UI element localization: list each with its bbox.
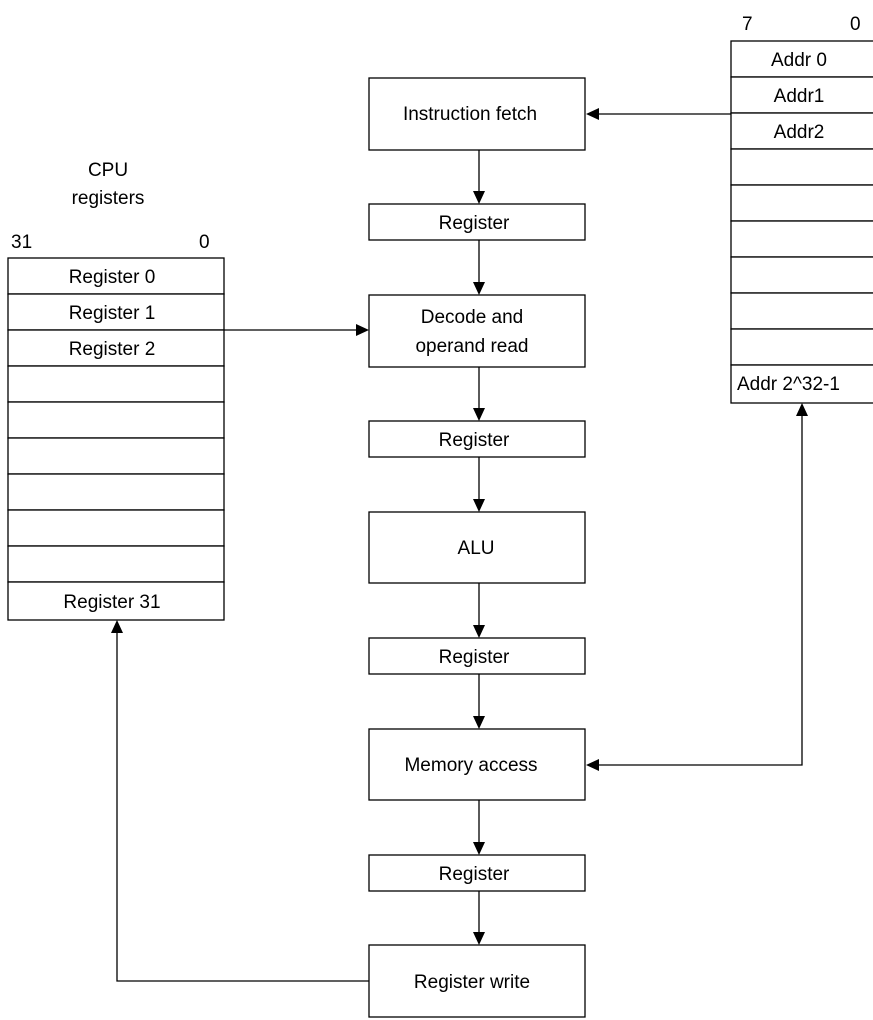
memory-row — [730, 148, 873, 186]
memory-label: Addr 0 — [771, 50, 827, 71]
register-row — [7, 401, 225, 439]
memory-row — [730, 112, 873, 150]
memory-bit-high: 7 — [742, 14, 753, 35]
stage-label: operand read — [415, 336, 528, 357]
stage-label: Register — [439, 647, 510, 668]
alu-box — [368, 511, 586, 584]
memory-row — [730, 76, 873, 114]
stage-label: Register — [439, 213, 510, 234]
pipeline-register-1 — [368, 203, 586, 241]
memory-row — [730, 220, 873, 258]
decode-box — [368, 294, 586, 368]
memory-row — [730, 292, 873, 330]
register-row — [7, 473, 225, 511]
register-row — [7, 509, 225, 547]
cpu-register-file: Register 0 Register 1 Register 2 Registe… — [7, 257, 225, 621]
stage-label: Memory access — [404, 755, 537, 776]
stage-label: Register — [439, 430, 510, 451]
memory-to-fetch-arrow — [586, 108, 731, 120]
instruction-fetch-box — [368, 77, 586, 151]
memory-access-bidirectional-arrow — [586, 403, 808, 771]
memory-bit-low: 0 — [850, 14, 861, 35]
memory-row — [730, 184, 873, 222]
register-label: Register 1 — [69, 303, 156, 324]
pipeline: Instruction fetch Register Decode and op… — [368, 77, 586, 1018]
register-row — [7, 329, 225, 367]
register-row — [7, 581, 225, 621]
register-write-box — [368, 944, 586, 1018]
memory-row — [730, 328, 873, 366]
memory-access-box — [368, 728, 586, 801]
register-label: Register 0 — [69, 267, 156, 288]
pipeline-register-2 — [368, 420, 586, 458]
registers-to-decode-arrow — [224, 324, 369, 336]
register-label: Register 31 — [63, 592, 160, 613]
cpu-registers-title-2: registers — [72, 188, 145, 209]
pipeline-register-4 — [368, 854, 586, 892]
stage-label: Instruction fetch — [403, 104, 537, 125]
stage-label: Decode and — [421, 307, 523, 328]
memory-array: Addr 0 Addr1 Addr2 Addr 2^32-1 — [730, 40, 873, 404]
cpu-bit-high: 31 — [11, 232, 32, 253]
memory-label: Addr1 — [774, 86, 825, 107]
stage-label: ALU — [458, 538, 495, 559]
memory-row — [730, 364, 873, 404]
pipeline-register-3 — [368, 637, 586, 675]
memory-row — [730, 256, 873, 294]
writeback-arrow — [111, 620, 369, 982]
register-row — [7, 293, 225, 331]
pipeline-flow-arrows — [473, 150, 485, 945]
stage-label: Register — [439, 864, 510, 885]
register-row — [7, 437, 225, 475]
register-row — [7, 257, 225, 295]
memory-label: Addr 2^32-1 — [737, 374, 840, 395]
memory-label: Addr2 — [774, 122, 825, 143]
cpu-bit-low: 0 — [199, 232, 210, 253]
register-row — [7, 545, 225, 583]
register-row — [7, 365, 225, 403]
register-label: Register 2 — [69, 339, 156, 360]
stage-label: Register write — [414, 972, 530, 993]
cpu-registers-title-1: CPU — [88, 160, 128, 181]
